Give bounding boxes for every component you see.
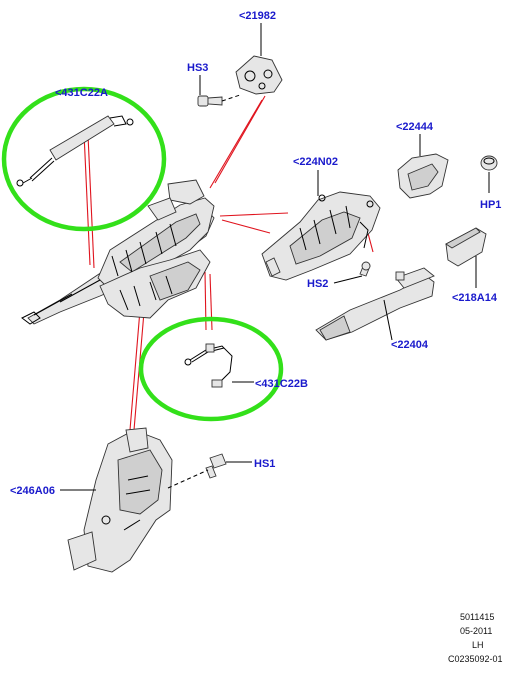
label-246a06: <246A06 [10, 485, 55, 497]
cap-218a14 [445, 227, 487, 288]
drawing-number: 5011415 [460, 612, 494, 622]
label-hs2: HS2 [307, 278, 328, 290]
label-224n02: <224N02 [293, 156, 338, 168]
label-218a14: <218A14 [452, 292, 498, 304]
cable-431c22b [184, 343, 254, 388]
highlight-circle-bottom [138, 316, 284, 422]
label-hs3: HS3 [187, 62, 208, 74]
screw-hs1 [167, 453, 252, 489]
screw-hs2 [333, 261, 371, 284]
cover-22444 [397, 134, 449, 199]
label-hp1: HP1 [480, 199, 501, 211]
carrier-224n02 [261, 170, 381, 281]
cable-431c22a [16, 115, 134, 187]
main-handle-assembly [21, 179, 215, 325]
label-21982: <21982 [239, 10, 276, 22]
drawing-metadata: 5011415 05-2011 LH C0235092-01 [448, 612, 503, 664]
bracket-21982 [235, 23, 283, 95]
drawing-date: 05-2011 [460, 626, 492, 636]
label-431c22b: <431C22B [255, 378, 308, 390]
highlight-circle-top [1, 86, 167, 232]
plug-hp1 [480, 155, 498, 193]
screw-hs3 [197, 75, 241, 107]
label-22444: <22444 [396, 121, 434, 133]
label-431c22a: <431C22A [55, 87, 108, 99]
label-22404: <22404 [391, 339, 429, 351]
label-hs1: HS1 [254, 458, 275, 470]
callout-labels: <21982 HS3 <431C22A <22444 <224N02 HP1 H… [10, 10, 501, 497]
drawing-code: C0235092-01 [448, 654, 503, 664]
handle-22404 [315, 267, 435, 341]
drawing-side: LH [472, 640, 484, 650]
latch-246a06 [60, 427, 173, 573]
